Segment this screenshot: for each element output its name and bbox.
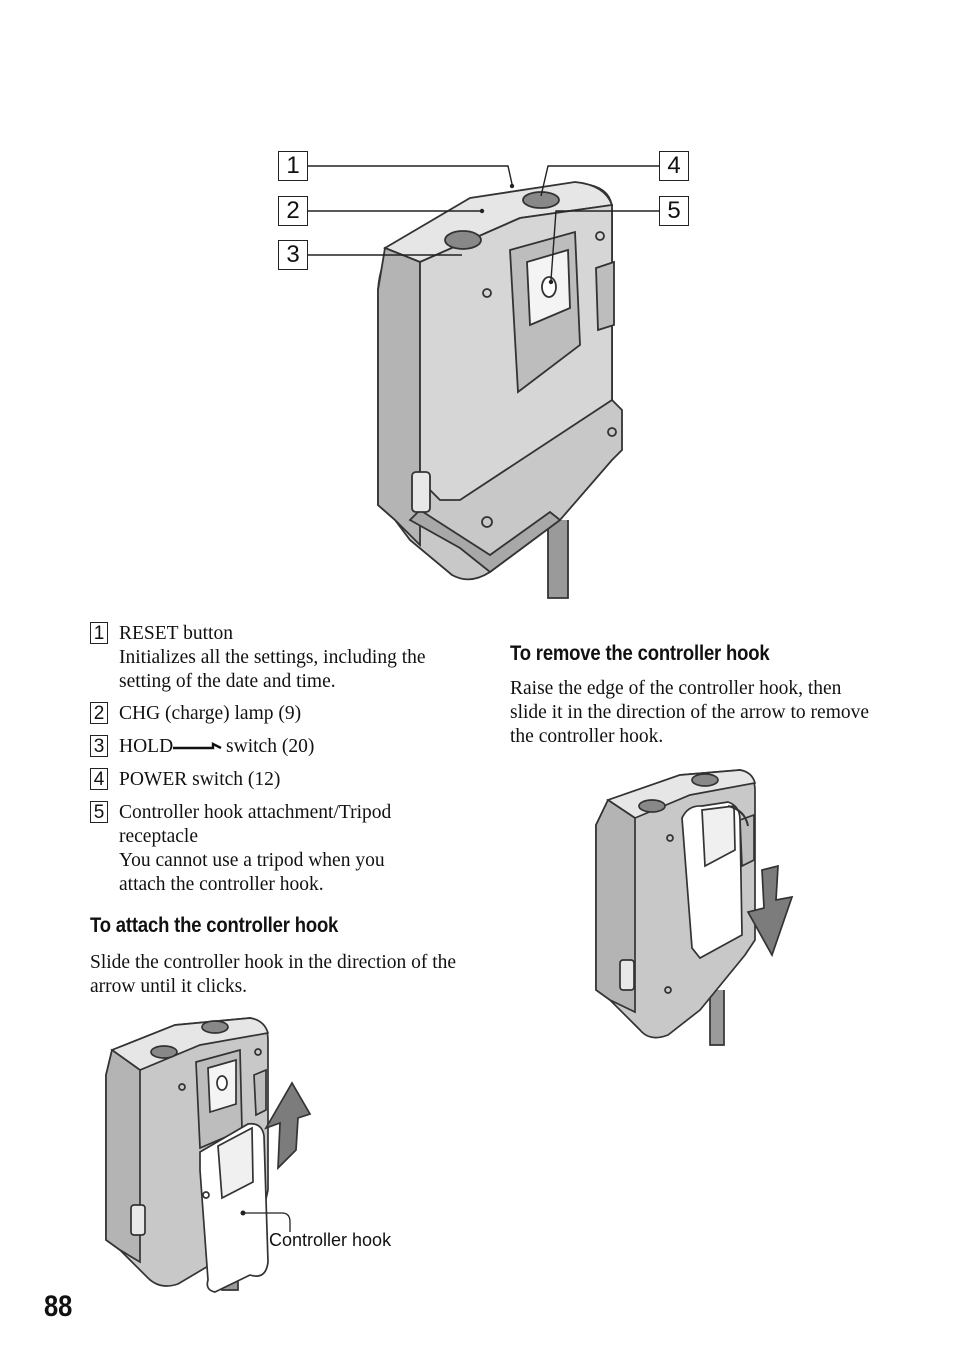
controller-hook-caption: Controller hook [269,1230,392,1250]
callout-3: 3 [278,240,308,270]
item-title: CHG (charge) lamp (9) [119,703,302,724]
list-item-power-switch: 4 POWER switch (12) [90,768,470,792]
item-title-switch: switch (20) [221,736,315,757]
item-description: You cannot use a tripod when you attach … [119,850,385,895]
item-title-hold: HOLD [119,736,174,757]
remove-body: Raise the edge of the controller hook, t… [510,678,870,747]
callout-1: 1 [278,151,308,181]
item-title: POWER switch (12) [119,769,281,790]
remove-heading: To remove the controller hook [510,642,770,665]
list-item-hook-attachment: 5 Controller hook attachment/Tripod rece… [90,801,470,895]
item-number: 1 [90,622,108,644]
page-number: 88 [44,1290,73,1323]
item-title: RESET button [119,623,233,644]
device-drawing-top [308,165,659,599]
item-number: 2 [90,702,108,724]
hold-arrow-icon [173,741,222,749]
list-item-chg-lamp: 2 CHG (charge) lamp (9) [90,702,470,726]
item-number: 5 [90,801,108,823]
list-item-reset: 1 RESET button Initializes all the setti… [90,622,470,692]
list-item-hold-switch: 3 HOLD switch (20) [90,735,470,759]
callout-4: 4 [659,151,689,181]
item-number: 4 [90,768,108,790]
item-number: 3 [90,735,108,757]
callout-5: 5 [659,196,689,226]
callout-2: 2 [278,196,308,226]
item-title: Controller hook attachment/Tripod recept… [119,802,392,847]
item-description: Initializes all the settings, including … [119,647,426,692]
attach-body: Slide the controller hook in the directi… [90,952,457,997]
attach-heading: To attach the controller hook [90,914,339,937]
